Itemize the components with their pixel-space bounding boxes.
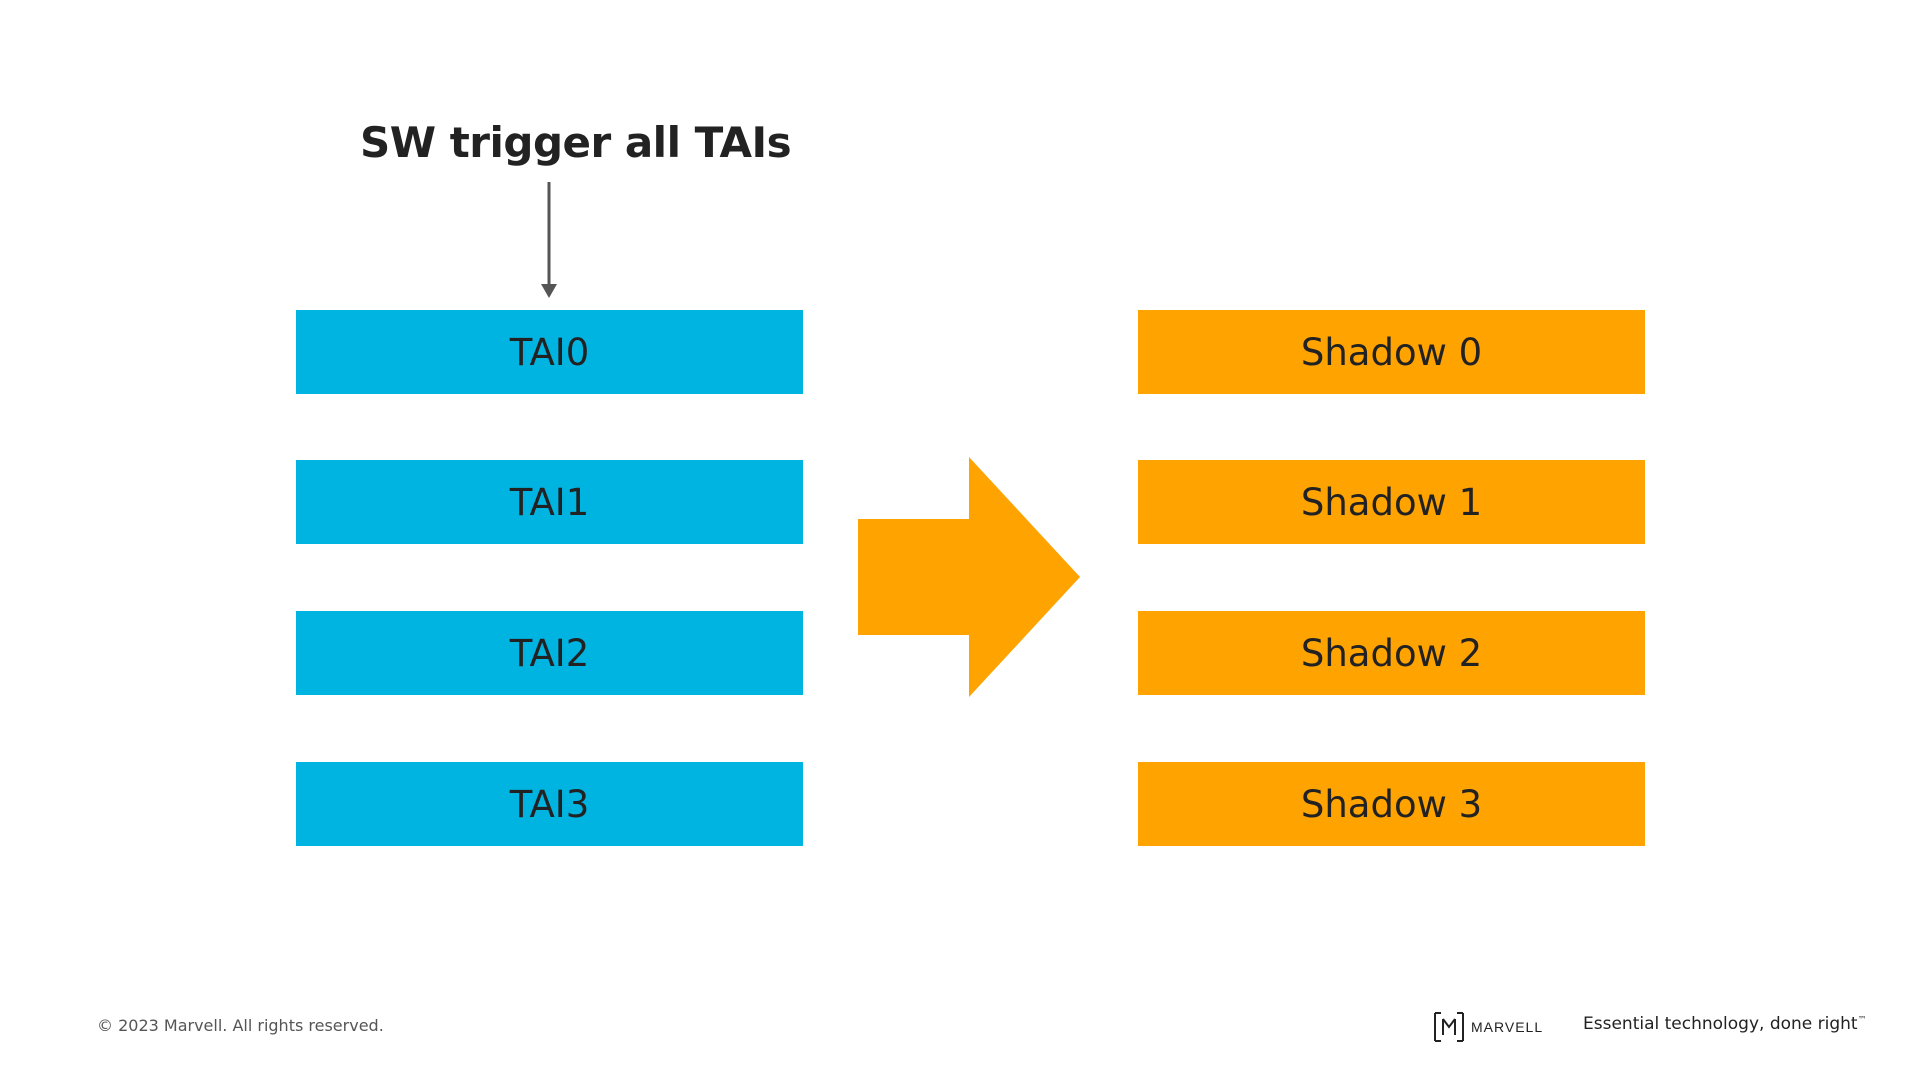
copyright-text: © 2023 Marvell. All rights reserved. xyxy=(97,1016,384,1035)
tai-box-3: TAI3 xyxy=(296,762,803,846)
shadow-box-0: Shadow 0 xyxy=(1138,310,1645,394)
shadow-box-2: Shadow 2 xyxy=(1138,611,1645,695)
shadow-box-3: Shadow 3 xyxy=(1138,762,1645,846)
slide-title: SW trigger all TAIs xyxy=(360,118,792,167)
arrow-right-icon xyxy=(858,457,1080,697)
tagline: Essential technology, done right™ xyxy=(1583,1014,1867,1034)
tagline-text: Essential technology, done right xyxy=(1583,1014,1858,1034)
tai-box-0: TAI0 xyxy=(296,310,803,394)
marvell-logo: MARVELL xyxy=(1433,1011,1543,1043)
tai-box-2: TAI2 xyxy=(296,611,803,695)
marvell-logo-icon xyxy=(1434,1012,1464,1042)
tai-box-1: TAI1 xyxy=(296,460,803,544)
logo-text: MARVELL xyxy=(1471,1019,1544,1035)
trademark-symbol: ™ xyxy=(1857,1015,1867,1026)
arrow-down-icon xyxy=(541,182,557,298)
shadow-box-1: Shadow 1 xyxy=(1138,460,1645,544)
